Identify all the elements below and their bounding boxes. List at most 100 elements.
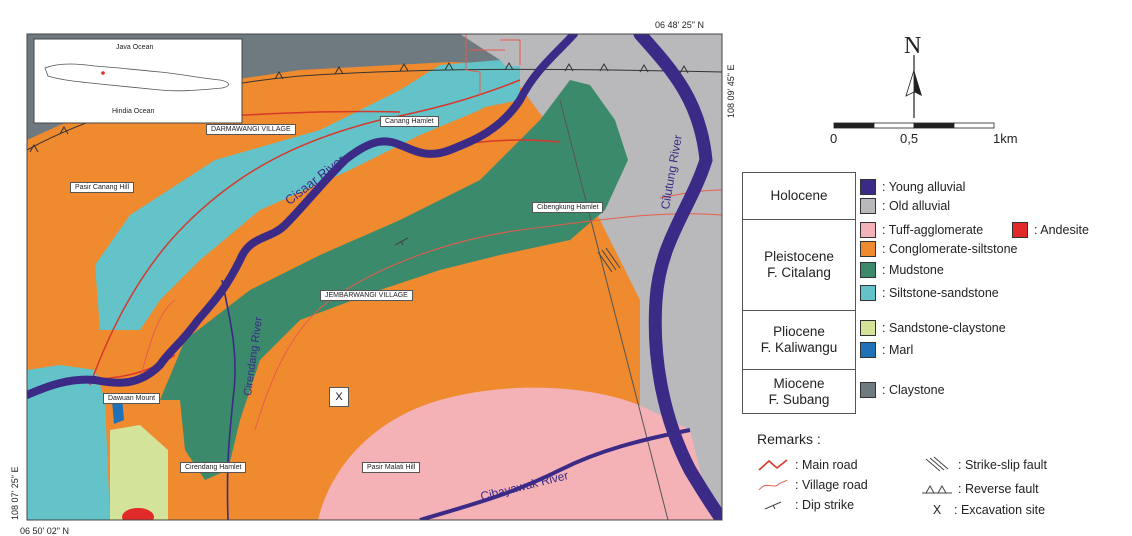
place-cibengkung-hamlet: Cibengkung Hamlet	[532, 202, 604, 213]
reverse-fault-ticks	[29, 61, 689, 153]
scale-label-half: 0,5	[900, 131, 919, 146]
legend-label: : Andesite	[1034, 223, 1089, 237]
top-latitude-label: 06 48' 25" N	[655, 20, 704, 30]
strat-holocene: Holocene	[743, 173, 855, 220]
left-longitude-label: 108 07' 25" E	[10, 466, 20, 520]
right-longitude-label: 108 09' 45" E	[726, 64, 736, 118]
strat-formation: F. Subang	[768, 391, 830, 407]
legend-marl: : Marl	[860, 342, 913, 358]
village-roads	[139, 34, 722, 431]
sandstone-swatch	[860, 320, 876, 336]
java-island-outline	[44, 63, 229, 92]
legend-label: : Siltstone-sandstone	[882, 286, 999, 300]
legend-label: : Mudstone	[882, 263, 944, 277]
claystone-swatch	[860, 382, 876, 398]
siltstone-swatch	[860, 285, 876, 301]
legend-siltstone: : Siltstone-sandstone	[860, 285, 999, 301]
legend-label: : Sandstone-claystone	[882, 321, 1006, 335]
main-road-icon	[758, 459, 788, 471]
strat-pleistocene: Pleistocene F. Citalang	[743, 220, 855, 311]
scale-bar	[833, 122, 995, 129]
legend-label: : Marl	[882, 343, 914, 357]
strat-formation: F. Kaliwangu	[760, 340, 838, 355]
old-alluvial-swatch	[860, 198, 876, 214]
map-frame	[26, 33, 723, 521]
strat-epoch: Holocene	[770, 188, 828, 203]
remark-village-road: : Village road	[757, 478, 868, 492]
scale-label-1km: 1km	[993, 131, 1018, 146]
strat-miocene: Miocene F. Subang	[743, 370, 855, 413]
remark-label: : Main road	[795, 458, 858, 472]
map-layers	[27, 34, 722, 520]
mudstone-unit	[160, 80, 628, 480]
place-cirendang-hamlet: Cirendang Hamlet	[180, 462, 247, 473]
tuff-swatch	[860, 222, 876, 238]
strike-slip-symbol	[597, 247, 621, 273]
cilutung-river	[633, 34, 722, 520]
siltstone-unit-north	[455, 66, 520, 110]
remark-excavation-site: X : Excavation site	[920, 503, 1045, 517]
legend-label: : Tuff-agglomerate	[882, 223, 984, 237]
excavation-site-marker: X	[329, 387, 349, 407]
strike-slip-fault-line	[559, 99, 669, 520]
remark-reverse-fault: : Reverse fault	[920, 482, 1039, 496]
stratigraphy-table: Holocene Pleistocene F. Citalang Pliocen…	[742, 172, 856, 414]
bottom-latitude-label: 06 50' 02" N	[20, 526, 69, 536]
scale-label-0: 0	[830, 131, 838, 146]
remark-label: : Excavation site	[954, 503, 1046, 517]
legend-sandstone-claystone: : Sandstone-claystone	[860, 320, 1006, 336]
strat-pliocene: Pliocene F. Kaliwangu	[743, 311, 855, 370]
place-darmawangi-village: DARMAWANGI VILLAGE	[206, 124, 296, 135]
andesite-swatch	[1012, 222, 1028, 238]
young-alluvial-swatch	[860, 179, 876, 195]
cibayawak-river	[419, 428, 691, 520]
siltstone-unit	[95, 60, 520, 330]
conglomerate-swatch	[860, 241, 876, 257]
marl-swatch	[860, 342, 876, 358]
mudstone-swatch	[860, 262, 876, 278]
tuff-agglomerate-unit	[318, 387, 722, 520]
remark-strike-slip-fault: : Strike-slip fault	[920, 456, 1047, 474]
legend-tuff-agglomerate: : Tuff-agglomerate	[860, 222, 983, 238]
legend-label: : Young alluvial	[882, 180, 966, 194]
dip-strike-symbol	[394, 237, 409, 246]
inset-sea-north-label: Java Ocean	[116, 44, 154, 51]
remark-dip-strike: : Dip strike	[757, 498, 854, 512]
strat-epoch: Pleistocene	[764, 249, 834, 264]
reverse-fault-icon	[922, 484, 952, 494]
place-dawuan-mount: Dawuan Mount	[103, 393, 161, 404]
north-letter: N	[904, 33, 922, 59]
legend-label: : Conglomerate-siltstone	[882, 242, 1018, 256]
remark-label: : Reverse fault	[958, 482, 1039, 496]
inset-sea-south-label: Hindia Ocean	[112, 108, 155, 115]
cirendang-river	[221, 279, 236, 520]
village-road-icon	[758, 479, 788, 491]
legend-claystone: : Claystone	[860, 382, 945, 398]
place-pasir-malati-hill: Pasir Malati Hill	[362, 462, 421, 473]
strat-epoch: Pliocene	[773, 324, 825, 339]
dip-strike-icon	[764, 501, 782, 510]
cisaar-river	[27, 34, 578, 399]
andesite-unit	[122, 508, 154, 520]
legend-conglomerate: : Conglomerate-siltstone	[860, 241, 1017, 257]
legend-label: : Claystone	[882, 383, 945, 397]
old-alluvial-unit	[460, 34, 722, 520]
legend-young-alluvial: : Young alluvial	[860, 179, 965, 195]
remark-label: : Strike-slip fault	[958, 458, 1047, 472]
remark-label: : Village road	[795, 478, 868, 492]
remark-label: : Dip strike	[795, 498, 855, 512]
legend-mudstone: : Mudstone	[860, 262, 944, 278]
siltstone-unit-southwest	[27, 365, 110, 520]
legend-andesite: : Andesite	[1012, 222, 1089, 238]
strike-slip-fault-icon	[925, 456, 949, 472]
place-pasir-canang-hill: Pasir Canang Hill	[70, 182, 135, 193]
excavation-icon: X	[932, 503, 942, 517]
site-location-dot	[101, 71, 105, 75]
place-jembarwangi-village: JEMBARWANGI VILLAGE	[320, 290, 413, 301]
inset-map	[33, 38, 243, 124]
remark-main-road: : Main road	[757, 458, 858, 472]
north-arrow-icon	[905, 55, 922, 118]
remarks-title: Remarks :	[757, 431, 821, 447]
strat-formation: F. Citalang	[767, 265, 831, 280]
